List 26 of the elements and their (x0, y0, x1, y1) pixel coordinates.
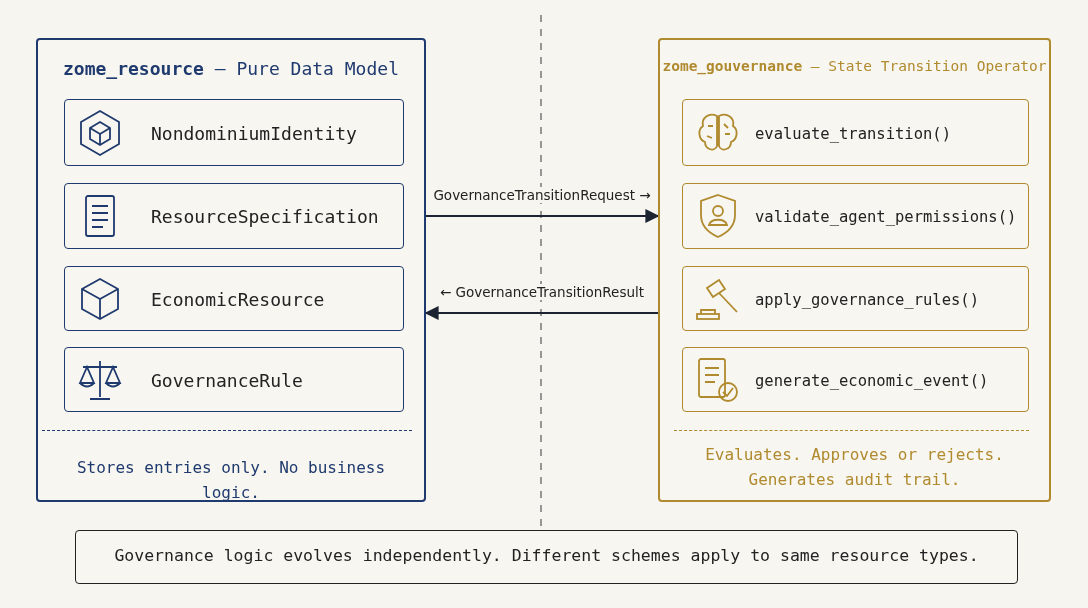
group-title: zome_gouvernance — State Transition Operator (661, 58, 1048, 74)
entity-name: EconomicResource (151, 287, 325, 312)
note-box (75, 530, 1018, 584)
group-panel (36, 38, 426, 502)
arrow (424, 306, 659, 320)
arrow (425, 209, 660, 223)
note-text: Governance logic evolves independently. Different schemes apply to same resource types. (113, 546, 980, 565)
entity-name: GovernanceRule (151, 368, 303, 393)
function-name: evaluate_transition() (755, 123, 951, 145)
function-name: apply_governance_rules() (755, 289, 979, 311)
entity-name: NondominiumIdentity (151, 121, 357, 146)
component-box (64, 99, 404, 166)
component-box (64, 183, 404, 249)
component-box (682, 183, 1029, 249)
component-box (64, 266, 404, 331)
component-box (682, 347, 1029, 412)
function-name: validate_agent_permissions() (755, 207, 1017, 228)
group-description: Evaluates. Approves or rejects. Generates audit trail. (704, 444, 1005, 491)
entity-name: ResourceSpecification (151, 205, 379, 229)
group-panel (658, 38, 1051, 502)
group-description: Stores entries only. No business logic. (75, 457, 387, 504)
component-box (682, 99, 1029, 166)
component-box (682, 266, 1029, 331)
function-name: generate_economic_event() (755, 370, 989, 392)
component-box (64, 347, 404, 412)
group-title: zome_resource — Pure Data Model (62, 58, 400, 79)
